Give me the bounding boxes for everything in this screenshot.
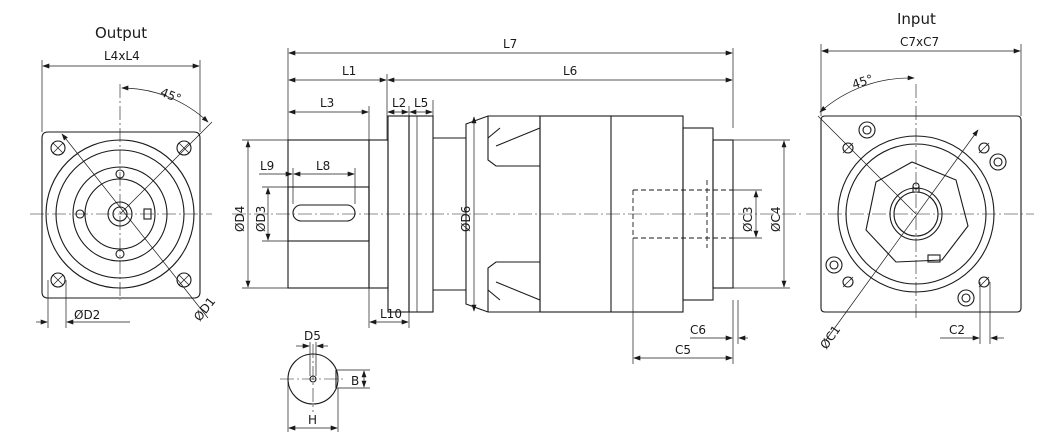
label-l3: L3 xyxy=(320,96,334,110)
label-l9: L9 xyxy=(260,159,274,173)
label-angle-output: 45° xyxy=(158,85,183,106)
label-l1: L1 xyxy=(342,64,356,78)
label-b: B xyxy=(351,374,359,388)
label-d2: ØD2 xyxy=(74,308,100,322)
label-c1: ØC1 xyxy=(817,323,843,352)
label-angle-input: 45° xyxy=(850,72,875,92)
keyway xyxy=(292,204,356,222)
label-d1: ØD1 xyxy=(191,294,218,323)
input-view: Input C7xC7 45° xyxy=(806,10,1034,352)
output-title: Output xyxy=(95,24,147,42)
label-l6: L6 xyxy=(563,64,577,78)
output-flange-square xyxy=(41,131,201,299)
label-c3: ØC3 xyxy=(741,207,755,232)
label-c6: C6 xyxy=(690,323,706,337)
output-view: Output L4xL4 45° xyxy=(30,24,218,328)
label-d3: ØD3 xyxy=(254,206,268,232)
label-c5: C5 xyxy=(675,343,691,357)
label-l5: L5 xyxy=(414,96,428,110)
label-h: H xyxy=(308,413,317,427)
label-c4: ØC4 xyxy=(769,207,783,232)
label-l7: L7 xyxy=(503,37,517,51)
input-inner-profile xyxy=(865,161,969,263)
label-d4: ØD4 xyxy=(233,206,247,232)
label-d5: D5 xyxy=(304,329,321,343)
shaft-section-view: D5 B H xyxy=(280,329,370,432)
label-l4xl4: L4xL4 xyxy=(104,49,140,63)
output-corner-hole xyxy=(50,140,66,156)
label-l2: L2 xyxy=(392,96,406,110)
label-l8: L8 xyxy=(316,159,330,173)
input-title: Input xyxy=(897,10,936,28)
label-c7xc7: C7xC7 xyxy=(900,35,939,49)
input-flange-square xyxy=(820,115,1022,313)
dim-angle-output xyxy=(121,85,209,123)
dim-angle-input xyxy=(819,75,915,113)
label-c2: C2 xyxy=(949,323,965,337)
side-view: L7 L1 L6 L3 L2 L5 L9 L8 ØD4 xyxy=(232,37,802,364)
label-l10: L10 xyxy=(380,307,402,321)
label-d6: ØD6 xyxy=(459,206,473,232)
